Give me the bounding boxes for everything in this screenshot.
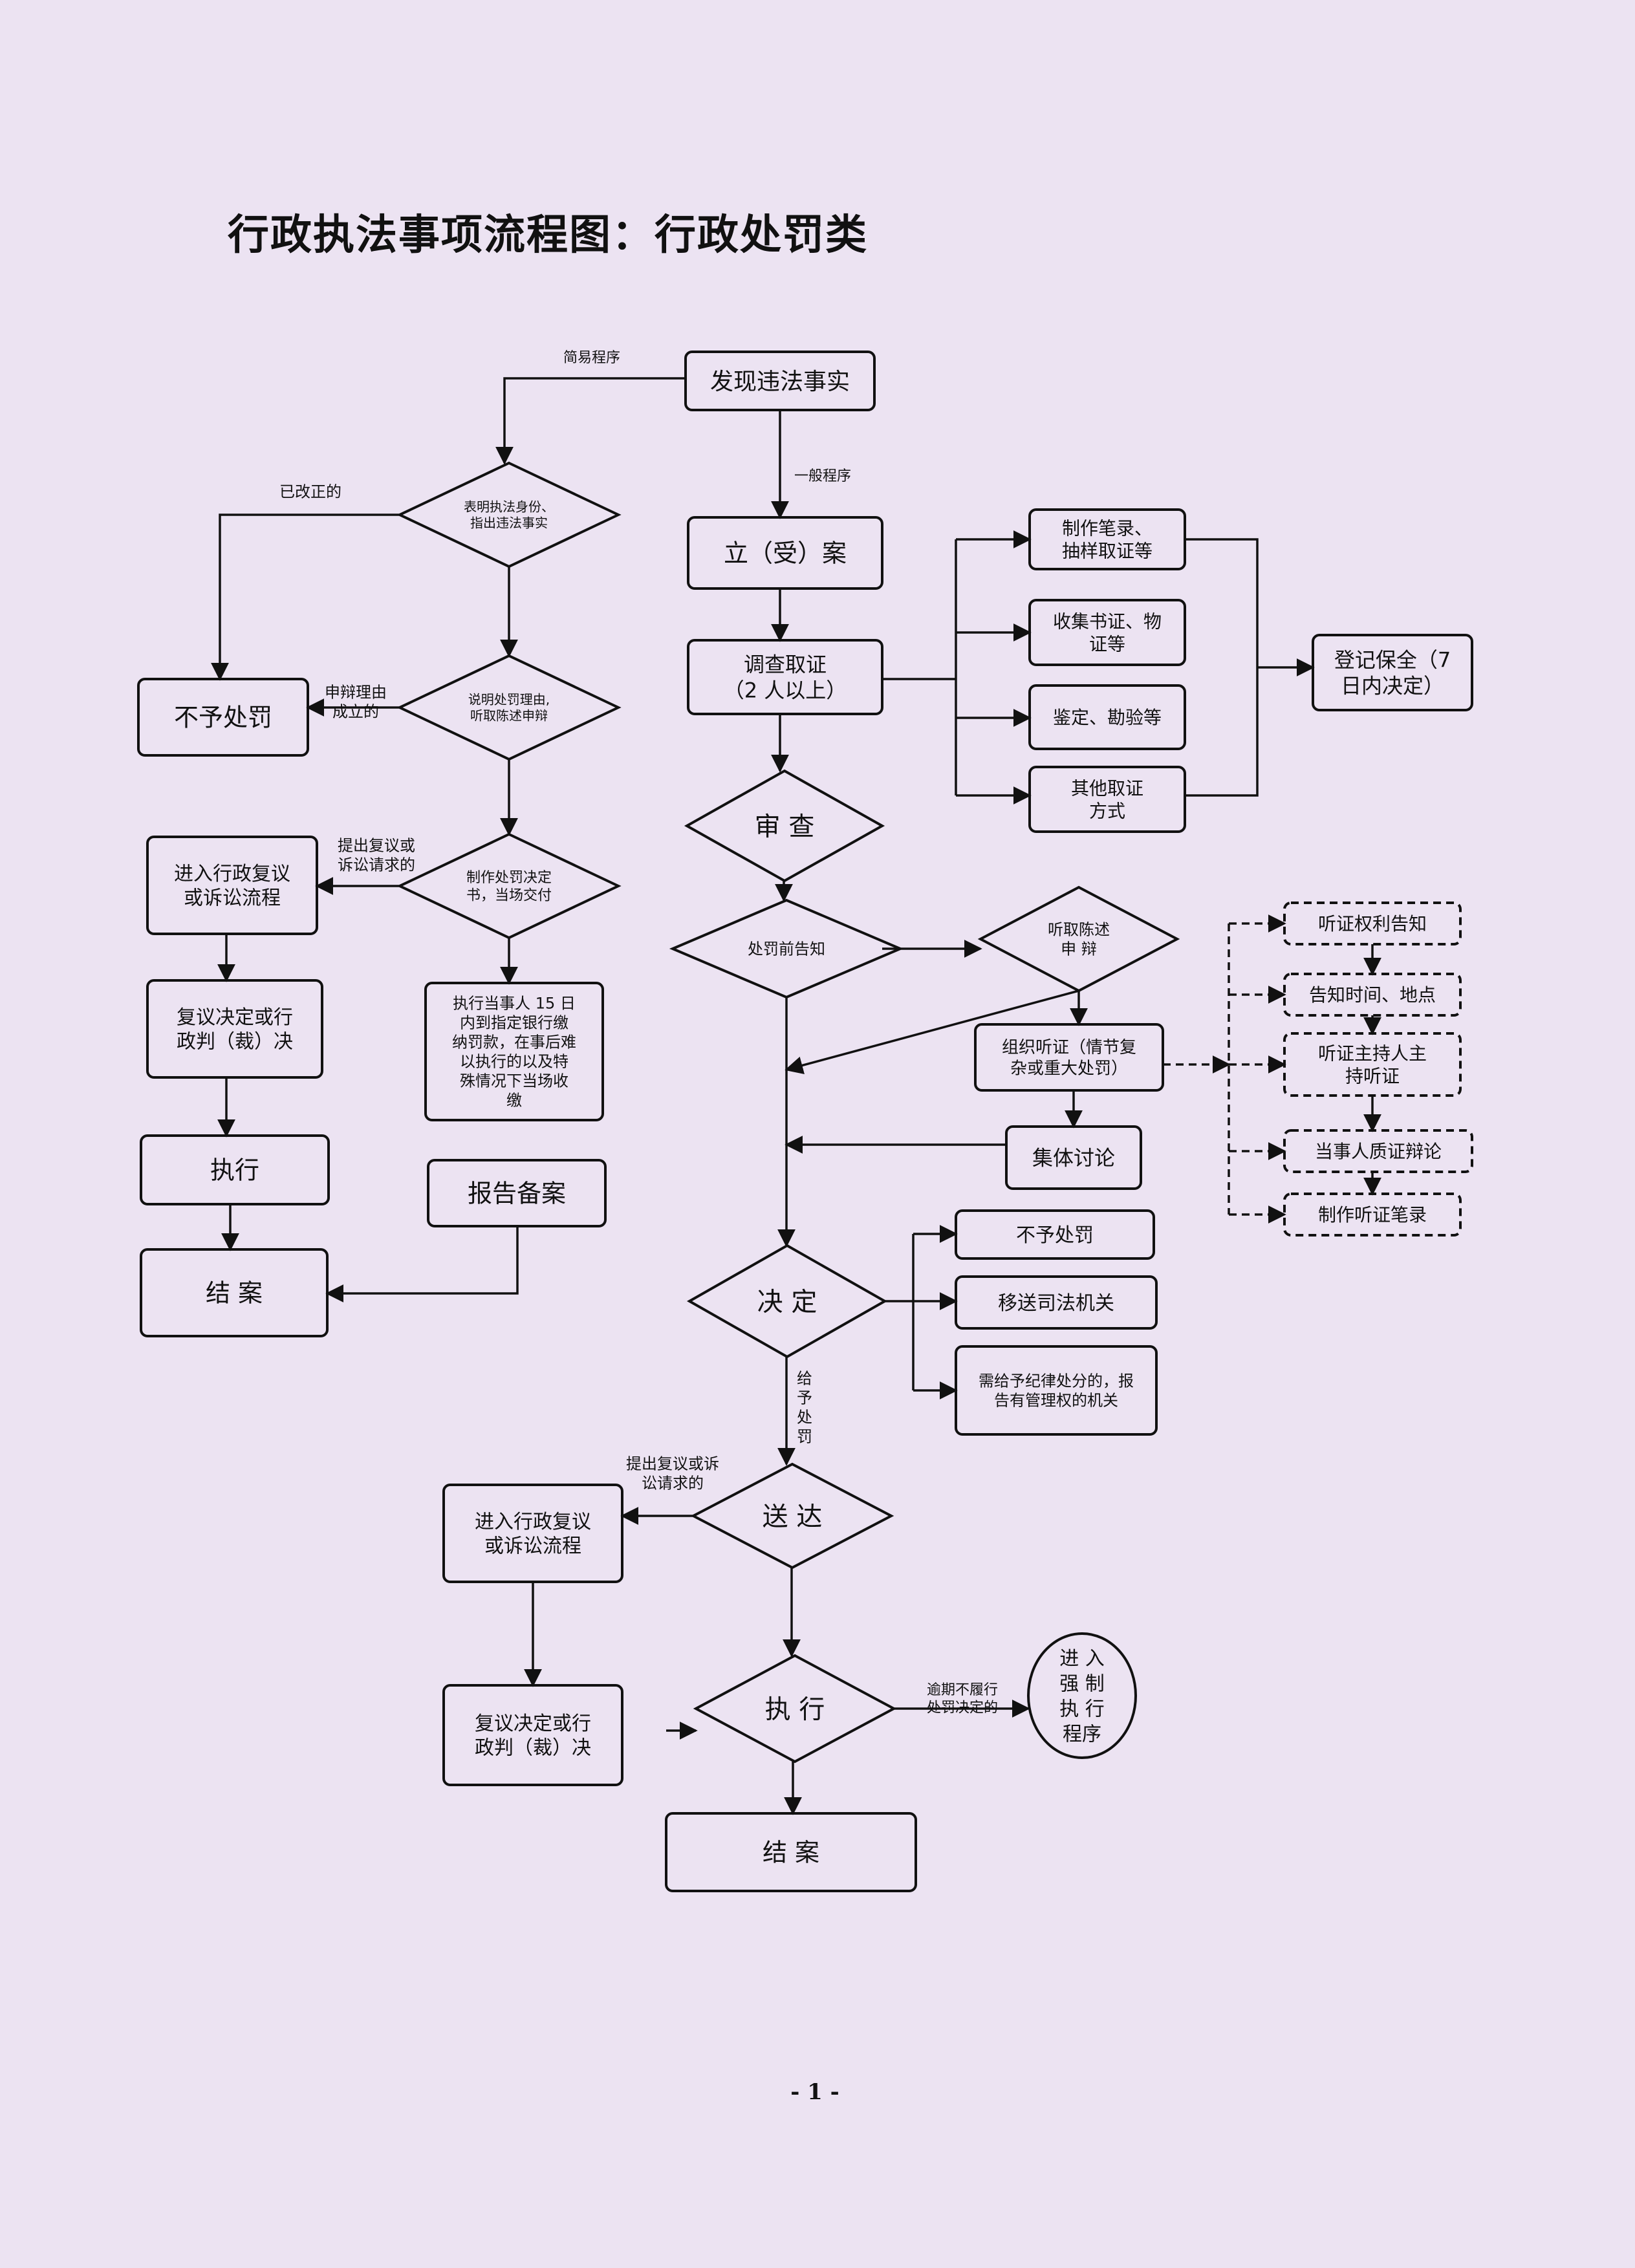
organize-hearing-label: 组织听证（情节复杂或重大处罚） <box>1002 1038 1136 1079</box>
pre-notice-node <box>669 898 904 999</box>
appraise-node <box>1028 684 1186 750</box>
other-evidence-label: 其他取证方式 <box>1071 778 1143 822</box>
close-left-node <box>140 1248 329 1337</box>
discipline-report-label: 需给予纪律处分的，报告有管理权的机关 <box>979 1372 1134 1410</box>
hear-defense-node <box>977 885 1180 993</box>
hearing-host-label: 听证主持人主持听证 <box>1318 1043 1427 1087</box>
find-violation-label: 发现违法事实 <box>710 369 850 395</box>
appeal-bottom-edge-label: 提出复议或诉讼请求的 <box>626 1455 719 1493</box>
corrected-edge-label: 已改正的 <box>279 483 341 501</box>
execute-left-node <box>140 1134 330 1205</box>
hearing-right-node <box>1283 902 1462 945</box>
overdue-edge-label: 逾期不履行处罚决定的 <box>927 1682 998 1716</box>
report-file-node <box>427 1159 607 1227</box>
hearing-record-label: 制作听证笔录 <box>1318 1204 1427 1226</box>
admin-review-left-node <box>146 836 318 935</box>
no-punish-right-label: 不予处罚 <box>1016 1224 1094 1247</box>
review-decision-left-label: 复议决定或行政判（裁）决 <box>177 1006 293 1053</box>
make-decision-book-label: 制作处罚决定书，当场交付 <box>466 870 552 904</box>
cross-exam-node <box>1283 1129 1473 1173</box>
execute-bottom-label: 执 行 <box>765 1694 825 1724</box>
no-punish-left-label: 不予处罚 <box>174 704 272 732</box>
connector-19 <box>325 1226 519 1302</box>
connector-9 <box>495 377 686 465</box>
review-node <box>684 769 885 883</box>
close-bottom-label: 结 案 <box>763 1839 819 1867</box>
pay-fine-node <box>424 982 604 1121</box>
execute-left-label: 执行 <box>210 1156 259 1185</box>
file-case-label: 立（受）案 <box>724 539 847 568</box>
deliver-label: 送 达 <box>763 1502 823 1531</box>
admin-review-bottom-node <box>442 1484 623 1583</box>
page-number: - 1 - <box>790 2079 839 2105</box>
close-left-label: 结 案 <box>206 1279 263 1308</box>
hearing-record-node <box>1283 1193 1462 1237</box>
no-punish-right-node <box>955 1209 1155 1260</box>
show-identity-node <box>396 461 622 568</box>
page-title: 行政执法事项流程图：行政处罚类 <box>228 211 868 259</box>
simple-procedure-edge-label: 简易程序 <box>563 350 620 366</box>
report-file-label: 报告备案 <box>468 1180 566 1208</box>
transfer-judicial-label: 移送司法机关 <box>998 1292 1114 1315</box>
discipline-report-node <box>955 1345 1158 1436</box>
execute-bottom-node <box>693 1654 897 1764</box>
collective-discuss-node <box>1005 1125 1142 1190</box>
hearing-host-node <box>1283 1032 1462 1097</box>
notify-time-label: 告知时间、地点 <box>1309 984 1436 1006</box>
make-decision-book-node <box>396 832 622 940</box>
notify-time-node <box>1283 973 1462 1017</box>
organize-hearing-node <box>974 1023 1164 1092</box>
collective-discuss-label: 集体讨论 <box>1032 1146 1115 1171</box>
give-punishment-edge-label: 给予处罚 <box>797 1370 812 1446</box>
admin-review-bottom-label: 进入行政复议或诉讼流程 <box>475 1511 591 1558</box>
cross-exam-label: 当事人质证辩论 <box>1315 1141 1442 1162</box>
enforce-label: 进 入强 制执 行程序 <box>1059 1647 1105 1745</box>
explain-reason-node <box>396 654 622 761</box>
deliver-node <box>690 1462 894 1570</box>
appeal-left-edge-label: 提出复议或诉讼请求的 <box>338 837 415 874</box>
review-decision-bottom-label: 复议决定或行政判（裁）决 <box>475 1712 591 1760</box>
review-label: 审 查 <box>755 812 815 841</box>
find-violation-node <box>684 351 876 411</box>
decide-label: 决 定 <box>757 1287 817 1317</box>
explain-reason-label: 说明处罚理由,听取陈述申辩 <box>468 692 550 724</box>
record-sample-node <box>1028 508 1186 570</box>
decide-node <box>686 1244 888 1359</box>
pay-fine-label: 执行当事人 15 日内到指定银行缴纳罚款，在事后难以执行的以及特殊情况下当场收缴 <box>452 995 576 1110</box>
close-bottom-node <box>665 1812 917 1892</box>
no-punish-left-node <box>137 678 309 757</box>
record-sample-label: 制作笔录、抽样取证等 <box>1062 518 1153 562</box>
review-decision-left-node <box>146 979 323 1079</box>
file-case-node <box>687 516 883 590</box>
collect-docs-node <box>1028 599 1186 666</box>
collect-docs-label: 收集书证、物证等 <box>1053 611 1162 655</box>
investigate-label: 调查取证（2 人以上） <box>724 653 847 703</box>
register-preserve-node <box>1312 634 1473 711</box>
pre-notice-label: 处罚前告知 <box>748 940 825 958</box>
admin-review-left-label: 进入行政复议或诉讼流程 <box>174 863 290 910</box>
appraise-label: 鉴定、勘验等 <box>1053 707 1162 728</box>
hear-defense-label: 听取陈述申 辩 <box>1048 921 1110 958</box>
enforce-node <box>1027 1632 1137 1759</box>
other-evidence-node <box>1028 766 1186 833</box>
connector-26 <box>1185 538 1259 797</box>
defense-valid-edge-label: 申辩理由成立的 <box>325 684 387 721</box>
general-procedure-edge-label: 一般程序 <box>794 468 851 484</box>
show-identity-label: 表明执法身份、指出违法事实 <box>464 499 554 531</box>
transfer-judicial-node <box>955 1275 1158 1330</box>
investigate-node <box>687 639 883 715</box>
connector-11 <box>211 513 400 681</box>
review-decision-bottom-node <box>442 1684 623 1786</box>
connector-29 <box>785 989 1079 1074</box>
hearing-right-label: 听证权利告知 <box>1318 913 1427 934</box>
